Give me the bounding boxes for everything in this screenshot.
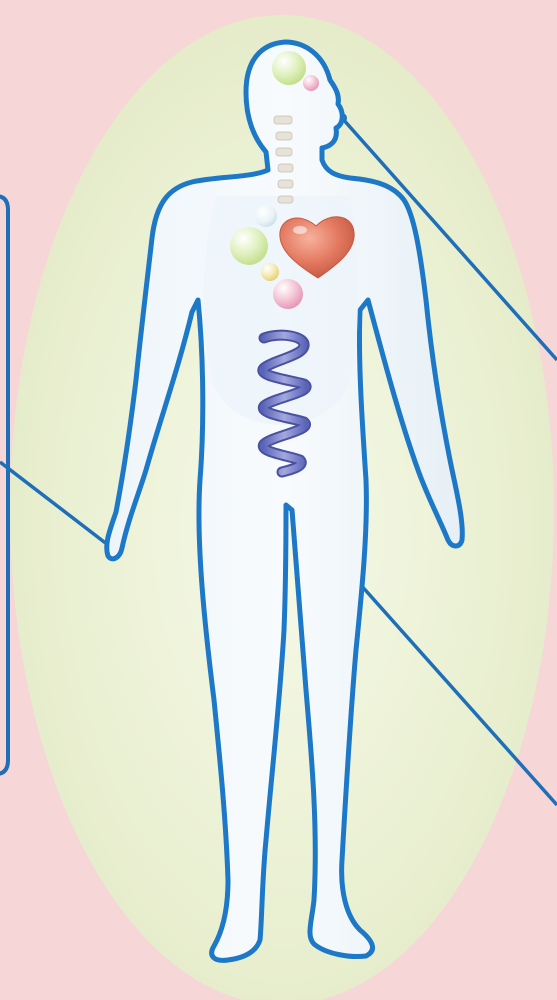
energy-sphere-icon (261, 263, 279, 281)
energy-sphere-icon (255, 205, 277, 227)
energy-sphere-icon (303, 75, 319, 91)
heart-highlight (293, 226, 307, 234)
energy-sphere-icon (272, 51, 306, 85)
energy-sphere-icon (273, 279, 303, 309)
energy-sphere-icon (230, 227, 268, 265)
